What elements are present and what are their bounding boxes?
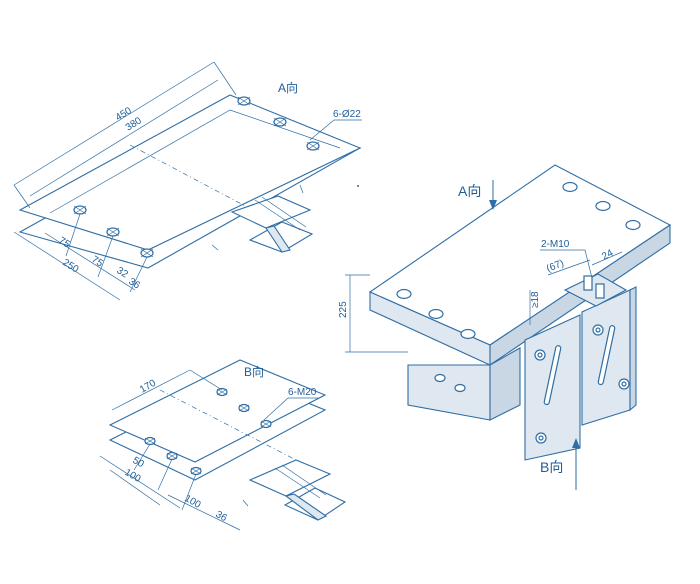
view-a-title: A向	[278, 80, 298, 95]
iso-lower-block	[407, 364, 491, 421]
view-b-hole-leader	[263, 397, 289, 421]
view-a-dim-36: 36	[126, 276, 142, 291]
iso-dim-225: 225	[338, 301, 349, 318]
iso-bolts	[534, 324, 630, 444]
view-b-holes	[144, 387, 272, 476]
view-b-dim-100b: 100	[183, 493, 203, 511]
view-b-dim-holes: 6-M20	[288, 387, 317, 398]
view-b-centerline	[159, 389, 301, 463]
view-a: 450 380 6-Ø22 A向 75 75	[13, 61, 362, 301]
view-b-dim-170: 170	[138, 378, 158, 396]
view-a-bracket	[211, 184, 314, 253]
iso-top-holes	[396, 181, 641, 340]
view-a-ext-2	[213, 61, 237, 96]
iso-dim-18: ≥18	[530, 291, 541, 308]
iso-arrow-b: B向	[540, 438, 580, 490]
view-b-bracket	[242, 459, 347, 521]
view-a-ext-1	[13, 184, 31, 209]
view-a-dim-holes: 6-Ø22	[333, 109, 361, 120]
view-a-holes	[73, 96, 320, 258]
iso-slots	[543, 325, 616, 406]
view-b-plate-top	[108, 359, 327, 463]
iso-dim-bolts: 2-M10	[541, 239, 570, 250]
view-a-hole-leader	[309, 119, 335, 141]
iso-dim-24: 24	[600, 248, 615, 263]
iso-arrow-b-label: B向	[540, 459, 563, 475]
view-a-inner-line	[49, 109, 341, 214]
view-b-dim-36: 36	[214, 509, 230, 524]
view-b-title: B向	[244, 364, 264, 379]
view-b-dim-50: 50	[131, 455, 147, 470]
view-a-plate-top	[18, 94, 362, 251]
view-b-dim-170-line	[111, 369, 191, 411]
iso-arrow-a-label: A向	[458, 183, 481, 199]
view-a-dim-bottom-line	[44, 232, 136, 291]
view-b: 170 6-M20 B向 50 100 100 36	[99, 359, 347, 531]
iso-arrow-a: A向	[458, 180, 497, 210]
view-a-dim-380-line	[29, 79, 219, 197]
iso-assembly: 225 ≥18 2-M10 (67) 24 A向 B向	[338, 164, 672, 490]
view-a-dim-450-line	[13, 61, 215, 186]
view-a-dim-75b: 75	[89, 254, 105, 269]
